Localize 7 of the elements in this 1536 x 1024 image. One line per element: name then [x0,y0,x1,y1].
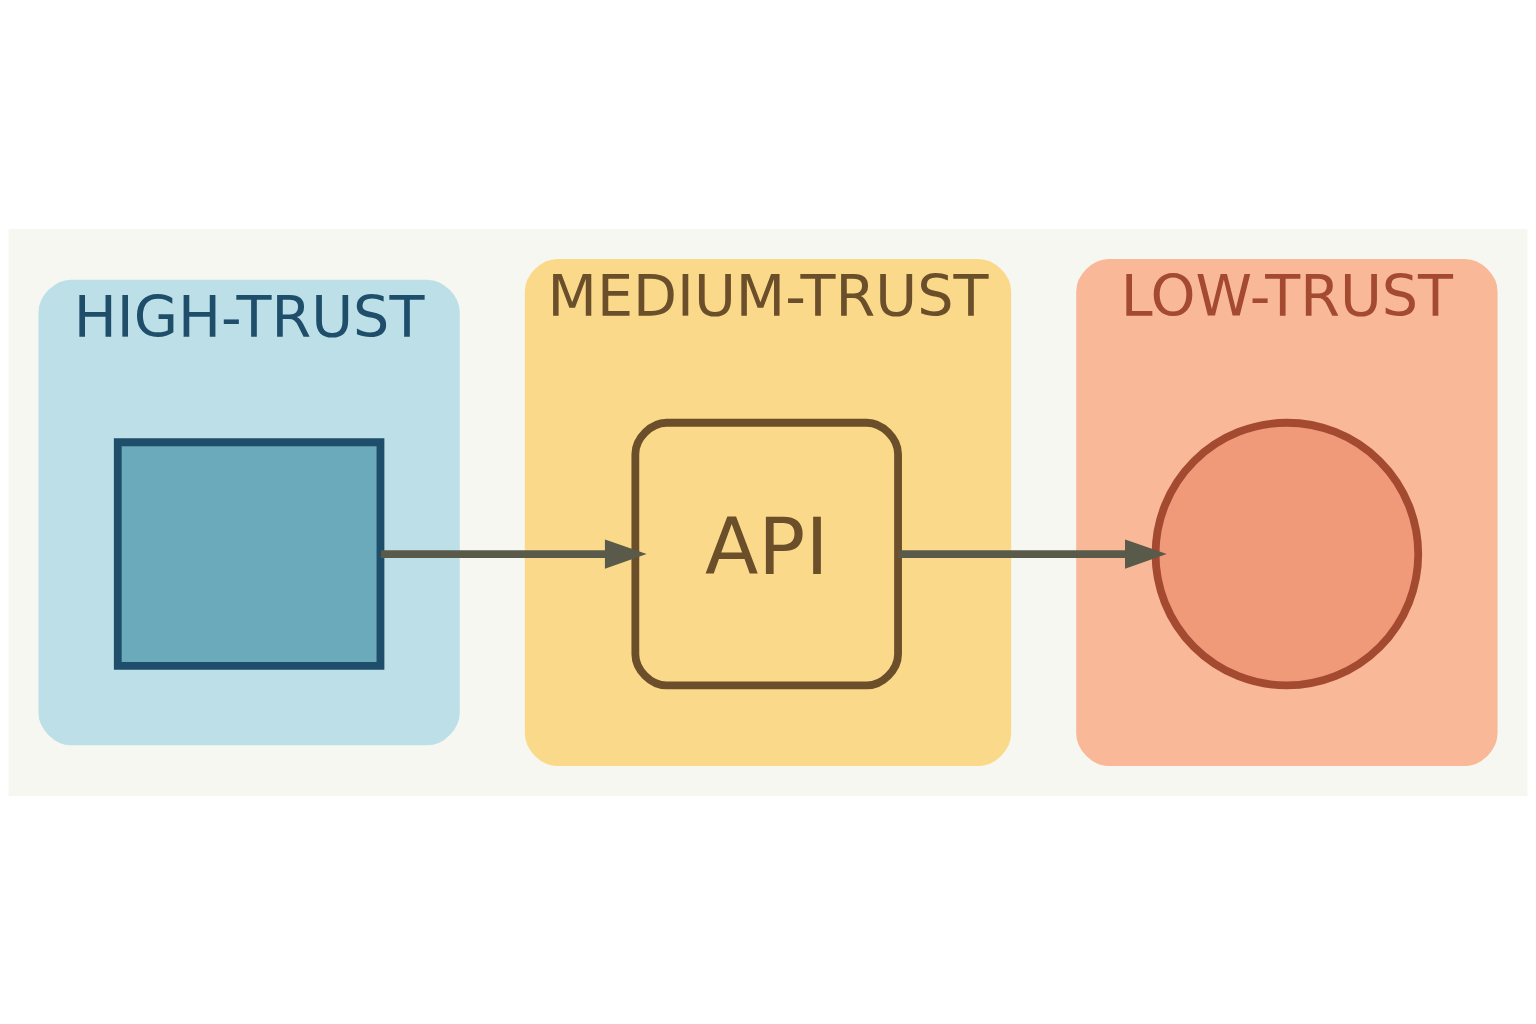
node-box: API [631,418,902,689]
arrow [898,539,1167,569]
cluster: LOW-TRUST [1076,258,1498,766]
cluster: HIGH-TRUST [38,279,460,745]
node-box [113,437,385,670]
arrow [381,539,647,569]
node-circle [1151,418,1423,689]
